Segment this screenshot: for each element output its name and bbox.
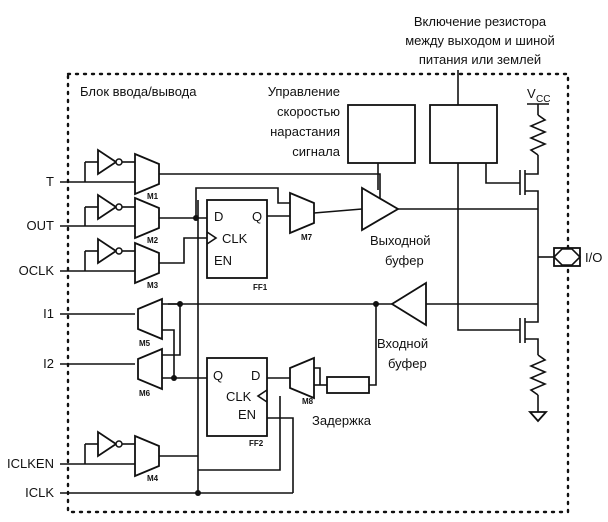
mux-m5: M5 xyxy=(137,297,163,348)
flip-flop-ff1: D Q CLK EN FF1 xyxy=(206,199,268,292)
in-buf-line-1: Входной xyxy=(377,336,428,351)
mux-m2-label: M2 xyxy=(147,236,159,245)
signal-labels: T OUT OCLK I1 I2 ICLKEN ICLK xyxy=(7,174,54,500)
ff1-en: EN xyxy=(214,253,232,268)
ff1-name: FF1 xyxy=(253,283,268,292)
ff2-d: D xyxy=(251,368,260,383)
mux-m8: M8 xyxy=(289,356,315,406)
signal-iclken: ICLKEN xyxy=(7,456,54,471)
slew-label-line-4: сигнала xyxy=(292,144,340,159)
slew-control-label: Управление скоростью нарастания сигнала xyxy=(268,84,341,159)
signal-oclk: OCLK xyxy=(19,263,55,278)
mux-m6: M6 xyxy=(137,347,163,398)
vcc-pullup: V CC xyxy=(485,86,550,195)
mux-m7-label: M7 xyxy=(301,233,313,242)
pullup-label-line-2: между выходом и шиной xyxy=(405,33,555,48)
ff1-q: Q xyxy=(252,209,262,224)
signal-i2: I2 xyxy=(43,356,54,371)
pullup-control-box xyxy=(429,104,498,164)
ff2-name: FF2 xyxy=(249,439,264,448)
inverter-mux-m1: M1 xyxy=(84,148,160,201)
io-pin xyxy=(553,247,582,267)
output-buffer: Выходной буфер xyxy=(361,186,431,268)
inverter-mux-m3: M3 xyxy=(84,237,160,290)
mux-m8-label: M8 xyxy=(302,397,314,406)
out-buf-line-1: Выходной xyxy=(370,233,431,248)
ff2-q: Q xyxy=(213,368,223,383)
ff2-en: EN xyxy=(238,407,256,422)
slew-label-line-3: нарастания xyxy=(270,124,340,139)
inverter-mux-m4: M4 xyxy=(84,430,160,483)
slew-rate-control-box xyxy=(347,104,416,164)
slew-label-line-1: Управление xyxy=(268,84,340,99)
gnd-pulldown xyxy=(457,163,549,423)
vcc-subscript: CC xyxy=(536,94,550,105)
pullup-label-line-3: питания или землей xyxy=(419,52,541,67)
mux-m5-label: M5 xyxy=(139,339,151,348)
signal-i1: I1 xyxy=(43,306,54,321)
signal-out: OUT xyxy=(27,218,55,233)
pullup-control-label: Включение резистора между выходом и шино… xyxy=(405,14,555,67)
flip-flop-ff2: Q D CLK EN FF2 xyxy=(206,357,268,448)
io-pin-label: I/O xyxy=(585,250,602,265)
block-title: Блок ввода/вывода xyxy=(80,84,197,99)
pullup-label-line-1: Включение резистора xyxy=(414,14,547,29)
delay-label: Задержка xyxy=(312,413,372,428)
mux-m4-label: M4 xyxy=(147,474,159,483)
ff1-d: D xyxy=(214,209,223,224)
input-buffer: Входной буфер xyxy=(377,281,428,371)
inverter-mux-m2: M2 xyxy=(84,193,160,245)
mux-m6-label: M6 xyxy=(139,389,151,398)
io-block-boundary xyxy=(66,72,570,514)
delay-element xyxy=(326,376,370,394)
ff2-clk: CLK xyxy=(226,389,252,404)
slew-label-line-2: скоростью xyxy=(277,104,340,119)
signal-t: T xyxy=(46,174,54,189)
mux-m1-label: M1 xyxy=(147,192,159,201)
out-buf-line-2: буфер xyxy=(385,253,424,268)
mux-m7: M7 xyxy=(289,191,315,242)
signal-iclk: ICLK xyxy=(25,485,54,500)
in-buf-line-2: буфер xyxy=(388,356,427,371)
vcc-label: V xyxy=(527,86,536,101)
mux-m3-label: M3 xyxy=(147,281,159,290)
ff1-clk: CLK xyxy=(222,231,248,246)
